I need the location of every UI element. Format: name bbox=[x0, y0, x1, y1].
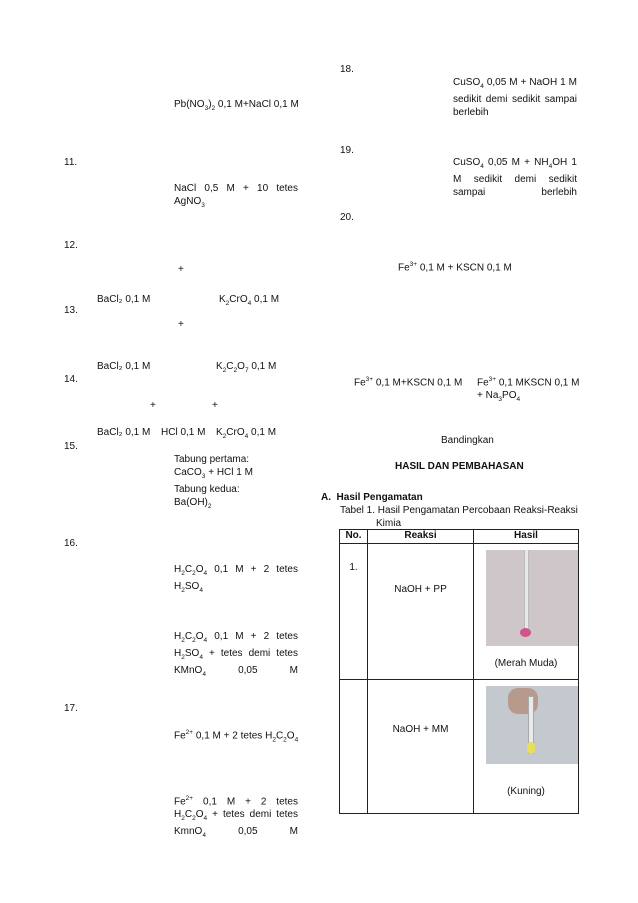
item14-label-2: HCl 0,1 M bbox=[161, 426, 205, 439]
table-header-row: No. Reaksi Hasil bbox=[340, 530, 579, 544]
item20-left-label: Fe3+ 0,1 M+KSCN 0,1 M bbox=[354, 373, 462, 389]
result-photo-yellow bbox=[486, 686, 578, 764]
row-result: (Merah Muda) bbox=[474, 544, 579, 680]
table-row: 1. NaOH + PP (Merah Muda) bbox=[340, 544, 579, 680]
item18-number: 18. bbox=[340, 64, 354, 75]
row-reaction: NaOH + PP bbox=[368, 544, 474, 680]
item11-number: 11. bbox=[64, 157, 77, 168]
table-row: NaOH + MM (Kuning) bbox=[340, 680, 579, 814]
item19-number: 19. bbox=[340, 145, 354, 156]
results-table: No. Reaksi Hasil 1. NaOH + PP (Merah Mud… bbox=[339, 529, 579, 814]
subsection-title: A. Hasil Pengamatan bbox=[321, 491, 423, 504]
result-photo-pink bbox=[486, 550, 578, 646]
item14-plus-1: + bbox=[150, 399, 156, 412]
item20-compare-label: Bandingkan bbox=[441, 434, 494, 447]
item13-plus: + bbox=[178, 318, 184, 331]
item16-label-b: H2C2O4 0,1 M + 2 tetes H2SO4 + tetes dem… bbox=[174, 630, 298, 681]
item17-label-a: Fe2+ 0,1 M + 2 tetes H2C2O4 bbox=[174, 726, 309, 746]
item20-top-label: Fe3+ 0,1 M + KSCN 0,1 M bbox=[398, 258, 512, 274]
section-title: HASIL DAN PEMBAHASAN bbox=[395, 460, 524, 473]
item12-plus: + bbox=[178, 263, 184, 276]
item20-number: 20. bbox=[340, 212, 354, 223]
header-no: No. bbox=[340, 530, 368, 544]
row-result: (Kuning) bbox=[474, 680, 579, 814]
item20-right-label: Fe3+ 0,1 MKSCN 0,1 M+ Na3PO4 bbox=[477, 373, 579, 406]
row-number bbox=[340, 680, 368, 814]
item14-number: 14. bbox=[64, 374, 78, 385]
item17-number: 17. bbox=[64, 703, 78, 714]
row-number: 1. bbox=[340, 544, 368, 680]
item18-label: CuSO4 0,05 M + NaOH 1 M sedikit demi sed… bbox=[453, 76, 577, 119]
result-label: (Kuning) bbox=[474, 786, 578, 797]
item13-left-label: BaCl₂ 0,1 M bbox=[97, 360, 150, 373]
item16-number: 16. bbox=[64, 538, 78, 549]
row-reaction: NaOH + MM bbox=[368, 680, 474, 814]
item12-left-label: BaCl₂ 0,1 M bbox=[97, 293, 150, 306]
item11-label: NaCl 0,5 M + 10 tetes AgNO3 bbox=[174, 182, 298, 212]
item13-number: 13. bbox=[64, 305, 78, 316]
header-result: Hasil bbox=[474, 530, 579, 544]
item12-number: 12. bbox=[64, 240, 78, 251]
header-reaction: Reaksi bbox=[368, 530, 474, 544]
item10-label: Pb(NO3)2 0,1 M+NaCl 0,1 M bbox=[174, 98, 309, 115]
item16-label-a: H2C2O4 0,1 M + 2 tetes H2SO4 bbox=[174, 563, 298, 597]
item14-label-3: K2CrO4 0,1 M bbox=[216, 426, 276, 443]
item17-label-b: Fe2+ 0,1 M + 2 tetes H2C2O4 + tetes demi… bbox=[174, 792, 298, 842]
result-label: (Merah Muda) bbox=[474, 658, 578, 669]
table-caption: Tabel 1. Hasil Pengamatan Percobaan Reak… bbox=[340, 504, 578, 517]
item14-label-1: BaCl₂ 0,1 M bbox=[97, 426, 150, 439]
item14-plus-2: + bbox=[212, 399, 218, 412]
item19-label: CuSO4 0,05 M + NH4OH 1 M sedikit demi se… bbox=[453, 156, 577, 199]
item15-number: 15. bbox=[64, 441, 78, 452]
